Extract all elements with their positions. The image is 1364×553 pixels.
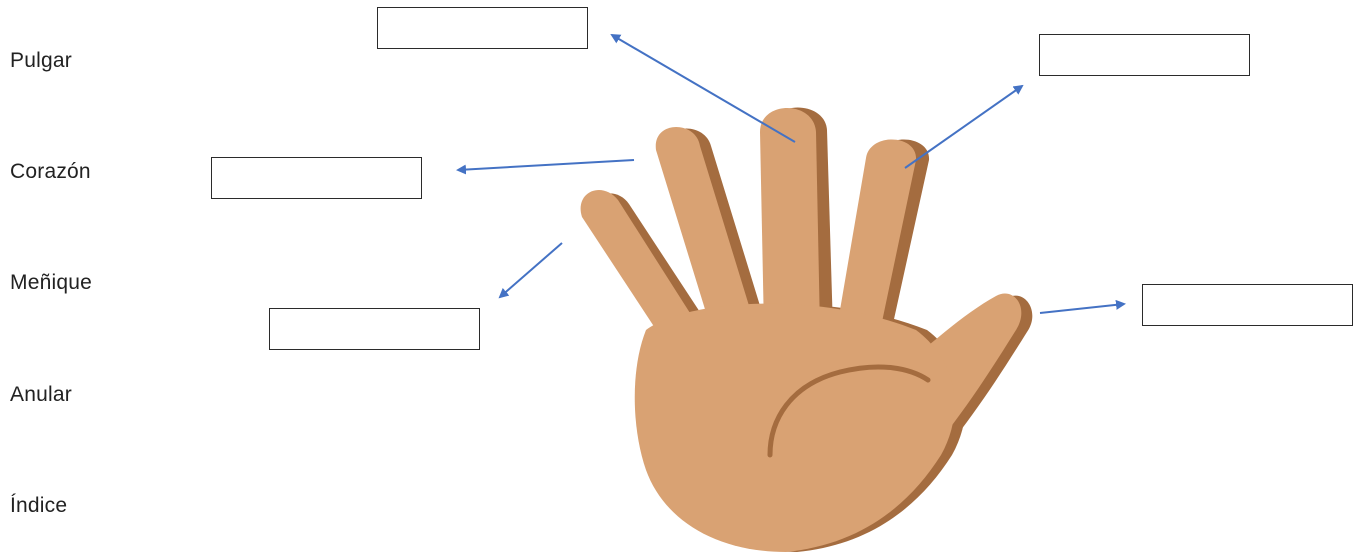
answer-box-right-lower[interactable] xyxy=(1142,284,1353,326)
arrow-right-upper xyxy=(904,84,1024,169)
word-menique: Meñique xyxy=(10,271,92,294)
word-corazon: Corazón xyxy=(10,160,91,183)
answer-box-left-upper[interactable] xyxy=(211,157,422,199)
answer-box-left-lower[interactable] xyxy=(269,308,480,350)
hand-icon xyxy=(580,107,1033,552)
answer-box-top-center[interactable] xyxy=(377,7,588,49)
word-pulgar: Pulgar xyxy=(10,49,72,72)
answer-box-right-upper[interactable] xyxy=(1039,34,1250,76)
word-anular: Anular xyxy=(10,383,72,406)
arrow-right-lower xyxy=(1039,299,1126,314)
word-indice: Índice xyxy=(10,494,68,517)
arrow-top-center xyxy=(610,33,796,143)
arrow-left-lower xyxy=(498,242,563,299)
arrow-left-upper xyxy=(456,159,635,175)
